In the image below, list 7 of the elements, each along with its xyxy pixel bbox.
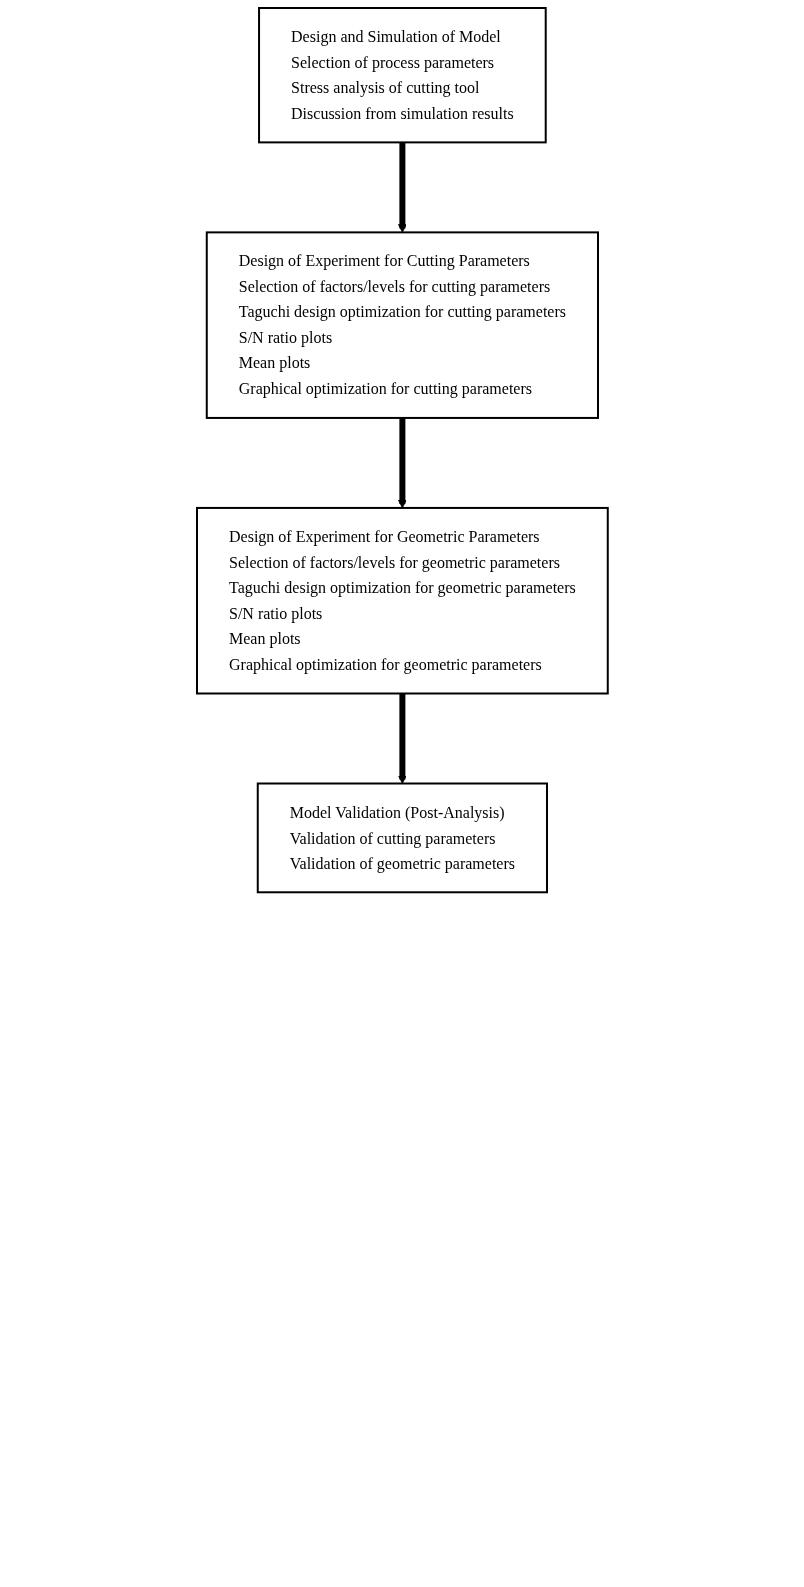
arrow [397, 142, 407, 233]
node-box: Model Validation (Post-Analysis) Validation of cutting parameters Validation of geometric parameters [256, 782, 548, 894]
node-box: Design of Experiment for Cutting Parameters Selection of factors/levels for cutting parameters Taguchi design optimization for cutting parameters S/N ratio plots Mean plots Graphical optimization for cutting parameters [205, 231, 599, 419]
arrow [397, 693, 407, 784]
node-box: Design and Simulation of Model Selection of process parameters Stress analysis of cutting tool Discussion from simulation results [257, 7, 547, 144]
node-box: Design of Experiment for Geometric Parameters Selection of factors/levels for geometric parameters Taguchi design optimization for geometric parameters S/N ratio plots Mean plots Graphical optimization for geometric parameters [195, 506, 609, 695]
arrow [397, 417, 407, 509]
